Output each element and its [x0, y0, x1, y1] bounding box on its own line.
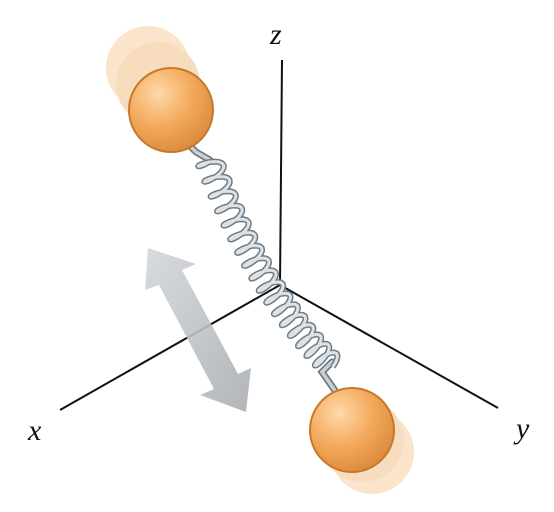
- lower-atom: [309, 387, 395, 473]
- lower-connector-inner: [319, 360, 338, 394]
- spring-coil: [196, 160, 339, 368]
- y-axis-label: y: [513, 412, 530, 445]
- x-axis-label: x: [27, 414, 42, 447]
- molecule: [106, 26, 414, 494]
- upper-atom: [128, 67, 214, 153]
- coordinate-axes: [59, 59, 499, 411]
- spring: [195, 158, 341, 369]
- double-headed-arrow: [145, 248, 251, 412]
- x-axis: [59, 284, 281, 411]
- y-axis: [279, 284, 499, 409]
- z-axis: [279, 59, 283, 286]
- z-axis-label: z: [269, 18, 282, 51]
- vibration-arrow: [145, 248, 251, 412]
